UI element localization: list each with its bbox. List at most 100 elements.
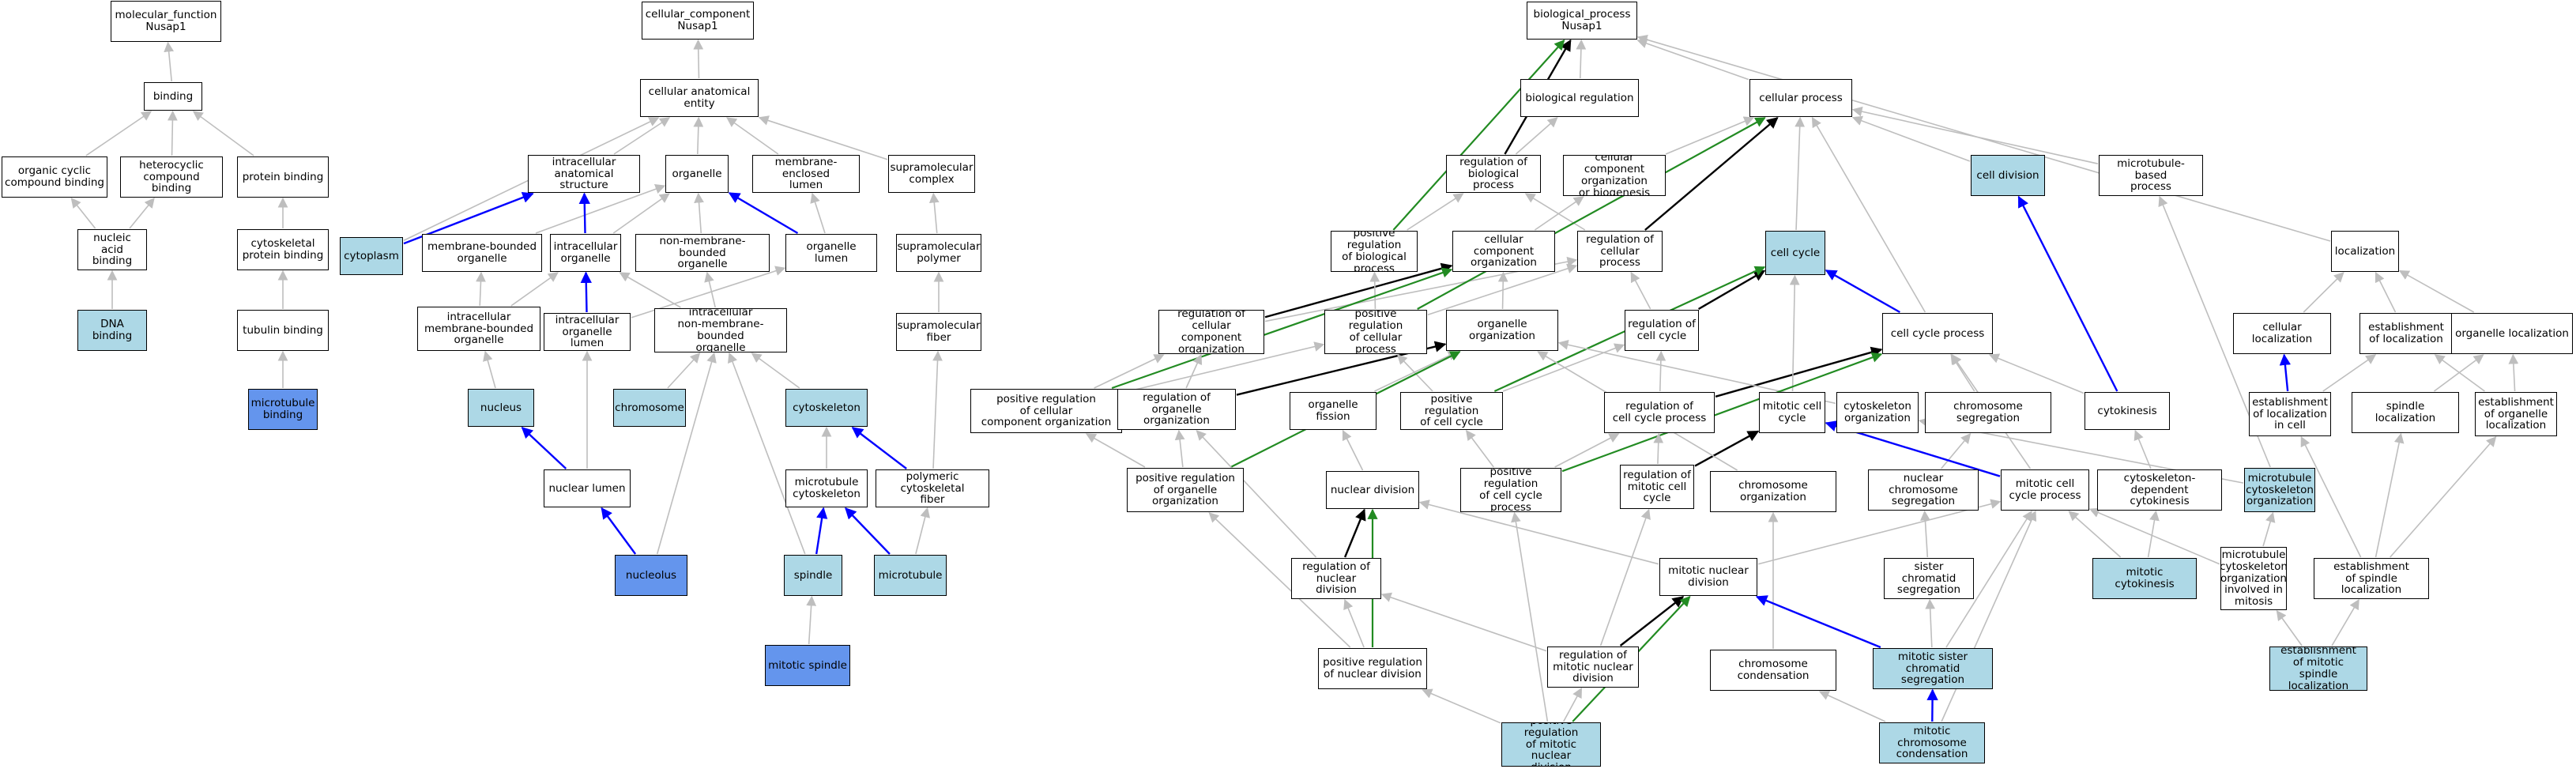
edge-io-to-organelle (612, 193, 670, 234)
go-term-node: organic cyclic compound binding (2, 156, 107, 198)
go-term-node: cytokinesis (2085, 392, 2170, 430)
edge-cytokinesis-to-cell_div (2017, 195, 2118, 392)
go-term-node: regulation of cellular component organiz… (1158, 310, 1264, 354)
edge-prnd-to-rnd (1343, 598, 1365, 648)
go-term-node: mitotic sister chromatid segregation (1873, 648, 1993, 689)
edge-spindle-to-mtc (815, 507, 828, 555)
edge-iol-to-io (580, 271, 592, 313)
go-term-node: mitotic chromosome condensation (1879, 722, 1985, 763)
edge-emsl-to-mcoim (2276, 609, 2303, 646)
edge-prcp-to-prbp (1369, 271, 1380, 310)
edge-prmnd-to-prnd (1422, 688, 1501, 724)
edge-esl-to-spindle_loc (2375, 432, 2405, 558)
go-term-node: cellular localization (2233, 313, 2331, 354)
go-term-node: positive regulation of cell cycle (1400, 392, 1503, 430)
edge-cytoskeleton-to-inmbo (751, 352, 800, 389)
go-term-node: heterocyclic compound binding (120, 156, 223, 198)
edge-ccob-to-cell_proc (1665, 116, 1754, 155)
edge-mitotic_spindle-to-spindle (806, 595, 817, 645)
edge-imbo-to-io (510, 272, 559, 307)
go-term-node: organelle lumen (785, 234, 877, 272)
edge-io-to-ias (578, 192, 590, 234)
go-term-node: organelle (665, 155, 729, 193)
go-term-node: positive regulation of nuclear division (1318, 648, 1427, 689)
edge-bio_reg-to-bp (1576, 39, 1587, 79)
go-term-node: cell cycle (1765, 231, 1825, 275)
edge-protein_binding-to-binding (192, 111, 254, 156)
edge-ncs-to-chrom_seg (1940, 433, 1972, 469)
edge-rccp-to-rcc (1655, 350, 1666, 392)
go-term-node: cell cycle process (1882, 313, 1993, 354)
edge-cdc-to-cytokinesis (2133, 429, 2152, 469)
edge-cell_loc-to-localization (2303, 272, 2344, 313)
go-term-node: chromosome (613, 389, 686, 427)
edge-mbo-to-organelle (535, 184, 666, 234)
edge-mcond-to-chrom_cond (1818, 690, 1886, 722)
go-term-node: cellular process (1749, 79, 1852, 117)
edge-esl-to-eolc (2300, 435, 2362, 558)
edge-mscs-to-mccp (1945, 510, 2032, 648)
edge-smp-to-smc (928, 192, 940, 234)
edge-nucleic_acid-to-heterocyclic (129, 198, 155, 229)
edge-prbp-to-bp (1392, 40, 1565, 231)
go-term-node: chromosome condensation (1710, 650, 1836, 691)
edge-mito_cyto-to-cdc (2147, 510, 2160, 558)
go-term-node: cytoskeletal protein binding (237, 229, 329, 270)
go-term-node: establishment of spindle localization (2314, 558, 2429, 599)
edge-imbo-to-mbo (476, 271, 486, 307)
go-term-node: intracellular organelle lumen (544, 313, 631, 351)
edge-spindle-to-inmbo (728, 352, 806, 555)
edge-prbp-to-reg_bp (1407, 193, 1464, 231)
go-term-node: establishment of localization in cell (2249, 392, 2331, 436)
edge-mscs-to-scs (1925, 598, 1936, 648)
edge-prccp-to-prcc (1465, 429, 1494, 468)
go-term-node: cytoskeleton organization (1836, 392, 1919, 433)
edge-chromosome-to-inmbo (667, 352, 701, 389)
edge-pcf-to-cytoskeleton (851, 427, 907, 469)
go-term-node: microtubule binding (248, 389, 318, 430)
go-term-node: mitotic cytokinesis (2092, 558, 2197, 599)
edge-organelle-to-cae (693, 116, 704, 155)
go-term-node: chromosome organization (1710, 471, 1836, 512)
go-term-node: intracellular membrane-bounded organelle (417, 307, 540, 351)
edge-rmcc-to-rccp (1653, 432, 1664, 465)
go-term-node: molecular_function Nusap1 (111, 1, 221, 42)
go-term-node: positive regulation of cellular process (1324, 310, 1427, 354)
edge-org_loc-to-localization (2398, 270, 2475, 313)
go-term-node: protein binding (237, 156, 329, 198)
edge-prccp-to-rccp (1554, 433, 1620, 468)
edge-spindle_loc-to-org_loc (2433, 354, 2484, 392)
go-term-node: cytoskeleton (785, 389, 868, 427)
edge-of-to-oo (1374, 351, 1459, 392)
go-term-node: localization (2331, 231, 2399, 272)
edge-ccp-to-cell_cycle (1825, 270, 1900, 314)
go-term-node: mitotic spindle (765, 645, 850, 686)
go-term-node: cellular anatomical entity (640, 79, 759, 117)
edge-rccp-to-ccp (1715, 346, 1883, 398)
go-term-node: microtubule-based process (2099, 155, 2203, 196)
go-term-node: regulation of mitotic nuclear division (1547, 646, 1639, 688)
edge-rnd-to-nuc_div (1343, 508, 1366, 558)
edge-cell_proc-to-bp (1636, 38, 1749, 81)
edge-prcc-to-rcc (1502, 343, 1625, 392)
go-term-node: tubulin binding (237, 310, 329, 351)
edge-ias-to-cae (613, 117, 671, 155)
go-term-node: regulation of cellular process (1577, 231, 1663, 272)
edge-eool-to-eol (2434, 354, 2485, 392)
edge-prcp-to-cell_proc (1417, 117, 1766, 310)
edge-rcp-to-reg_bp (1524, 193, 1586, 231)
go-term-node: mitotic cell cycle process (2001, 469, 2089, 511)
go-term-node: establishment of localization (2359, 313, 2453, 354)
edge-prcc-to-prcp (1396, 354, 1433, 392)
edge-mcond-to-mccp (1941, 510, 2037, 722)
edge-rcco-to-cco (1264, 262, 1453, 319)
edge-nucleolus-to-nl (601, 507, 637, 555)
edge-prcco-to-rcco (1094, 354, 1165, 389)
edge-ol-to-mel (810, 192, 826, 234)
edge-mcc-to-cell_cycle (1789, 274, 1800, 392)
go-term-node: nucleic acid binding (77, 229, 147, 270)
edge-smc-to-cae (758, 115, 888, 160)
edge-pcf-to-smf (932, 350, 943, 469)
